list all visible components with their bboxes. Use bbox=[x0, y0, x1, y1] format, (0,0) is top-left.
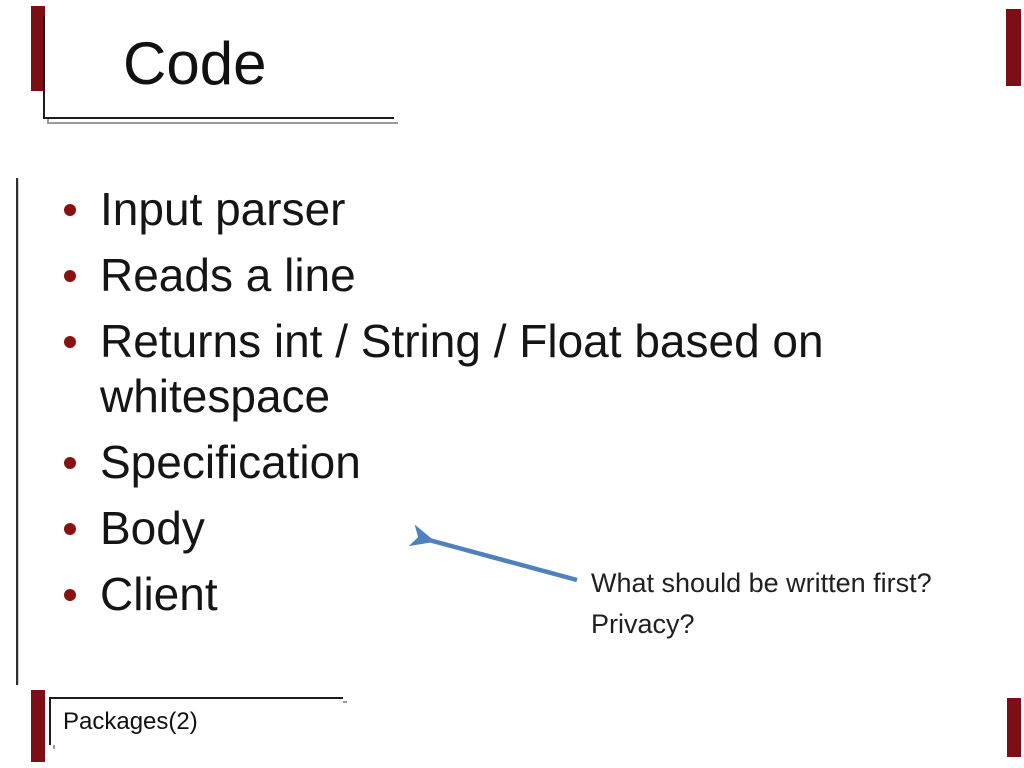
annotation-caption: What should be written first? Privacy? bbox=[591, 563, 932, 645]
bullet-item: Client bbox=[60, 567, 920, 622]
bullet-item: Input parser bbox=[60, 182, 920, 237]
annotation-line-1: What should be written first? bbox=[591, 568, 932, 598]
bullet-item: Returns int / String / Float based on wh… bbox=[60, 314, 920, 424]
corner-bar-top-right bbox=[1006, 9, 1021, 86]
annotation-line-2: Privacy? bbox=[591, 609, 695, 639]
bullet-item: Reads a line bbox=[60, 248, 920, 303]
title-box: Code bbox=[43, 16, 394, 119]
footer-label: Packages(2) bbox=[63, 708, 198, 735]
bullet-list: Input parser Reads a line Returns int / … bbox=[60, 182, 920, 633]
corner-bar-top-left bbox=[31, 6, 45, 91]
corner-bar-bottom-right bbox=[1007, 698, 1021, 757]
bullet-item: Body bbox=[60, 501, 920, 556]
footer-box: Packages(2) bbox=[49, 697, 343, 745]
corner-bar-bottom-left bbox=[31, 690, 45, 762]
bullet-item: Specification bbox=[60, 435, 920, 490]
slide-title: Code bbox=[123, 30, 267, 97]
content-left-rule bbox=[16, 178, 18, 685]
